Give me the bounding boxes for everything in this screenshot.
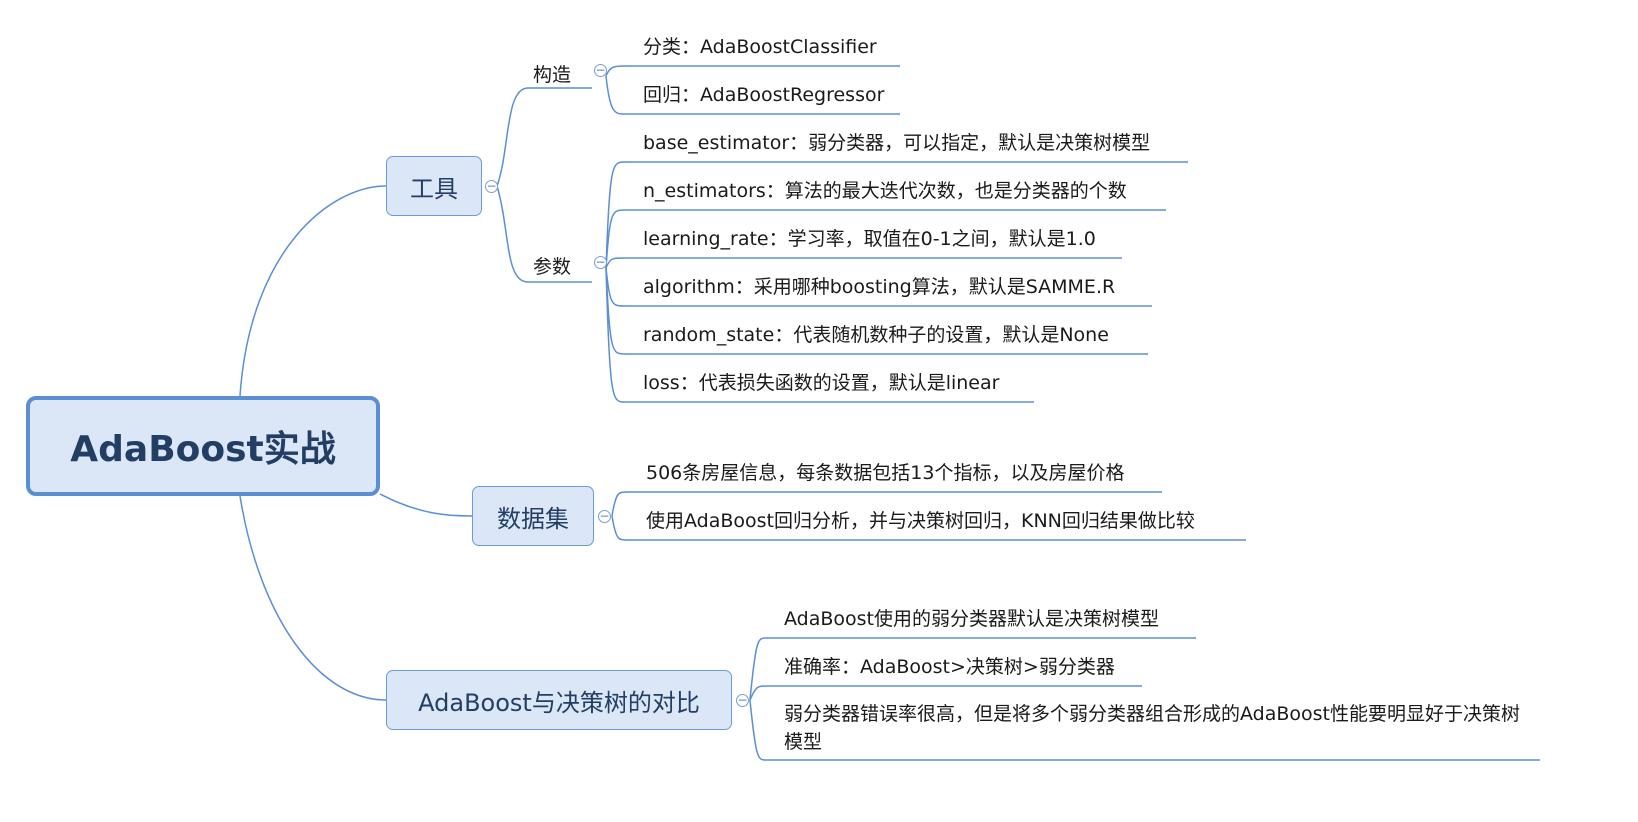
collapse-minus-icon[interactable]: − <box>594 255 607 269</box>
subnode-params[interactable]: 参数 <box>532 256 571 278</box>
leaf-param-algorithm: algorithm：采用哪种boosting算法，默认是SAMME.R <box>643 276 1116 298</box>
leaf-compare-default: AdaBoost使用的弱分类器默认是决策树模型 <box>784 608 1160 630</box>
leaf-compare-conclusion: 弱分类器错误率很高，但是将多个弱分类器组合形成的AdaBoost性能要明显好于决… <box>784 703 1521 753</box>
leaf-dataset-info: 506条房屋信息，每条数据包括13个指标，以及房屋价格 <box>646 462 1125 484</box>
leaf-param-learning-rate: learning_rate：学习率，取值在0-1之间，默认是1.0 <box>643 228 1096 250</box>
leaf-construct-classifier: 分类：AdaBoostClassifier <box>643 36 877 58</box>
root-node[interactable]: AdaBoost实战 <box>26 396 380 496</box>
collapse-minus-icon[interactable]: − <box>598 509 611 523</box>
leaf-dataset-method: 使用AdaBoost回归分析，并与决策树回归，KNN回归结果做比较 <box>646 510 1195 532</box>
branch-node-compare[interactable]: AdaBoost与决策树的对比 <box>386 670 732 730</box>
leaf-construct-regressor: 回归：AdaBoostRegressor <box>643 84 885 106</box>
leaf-param-base-estimator: base_estimator：弱分类器，可以指定，默认是决策树模型 <box>643 132 1151 154</box>
leaf-compare-accuracy: 准确率：AdaBoost>决策树>弱分类器 <box>784 656 1115 678</box>
branch-node-tools[interactable]: 工具 <box>386 156 482 216</box>
leaf-param-random-state: random_state：代表随机数种子的设置，默认是None <box>643 324 1109 346</box>
collapse-minus-icon[interactable]: − <box>736 693 749 707</box>
leaf-param-loss: loss：代表损失函数的设置，默认是linear <box>643 372 1000 394</box>
collapse-minus-icon[interactable]: − <box>485 179 498 193</box>
leaf-param-n-estimators: n_estimators：算法的最大迭代次数，也是分类器的个数 <box>643 180 1127 202</box>
collapse-minus-icon[interactable]: − <box>594 63 607 77</box>
branch-node-dataset[interactable]: 数据集 <box>472 486 594 546</box>
subnode-construct[interactable]: 构造 <box>532 64 571 86</box>
